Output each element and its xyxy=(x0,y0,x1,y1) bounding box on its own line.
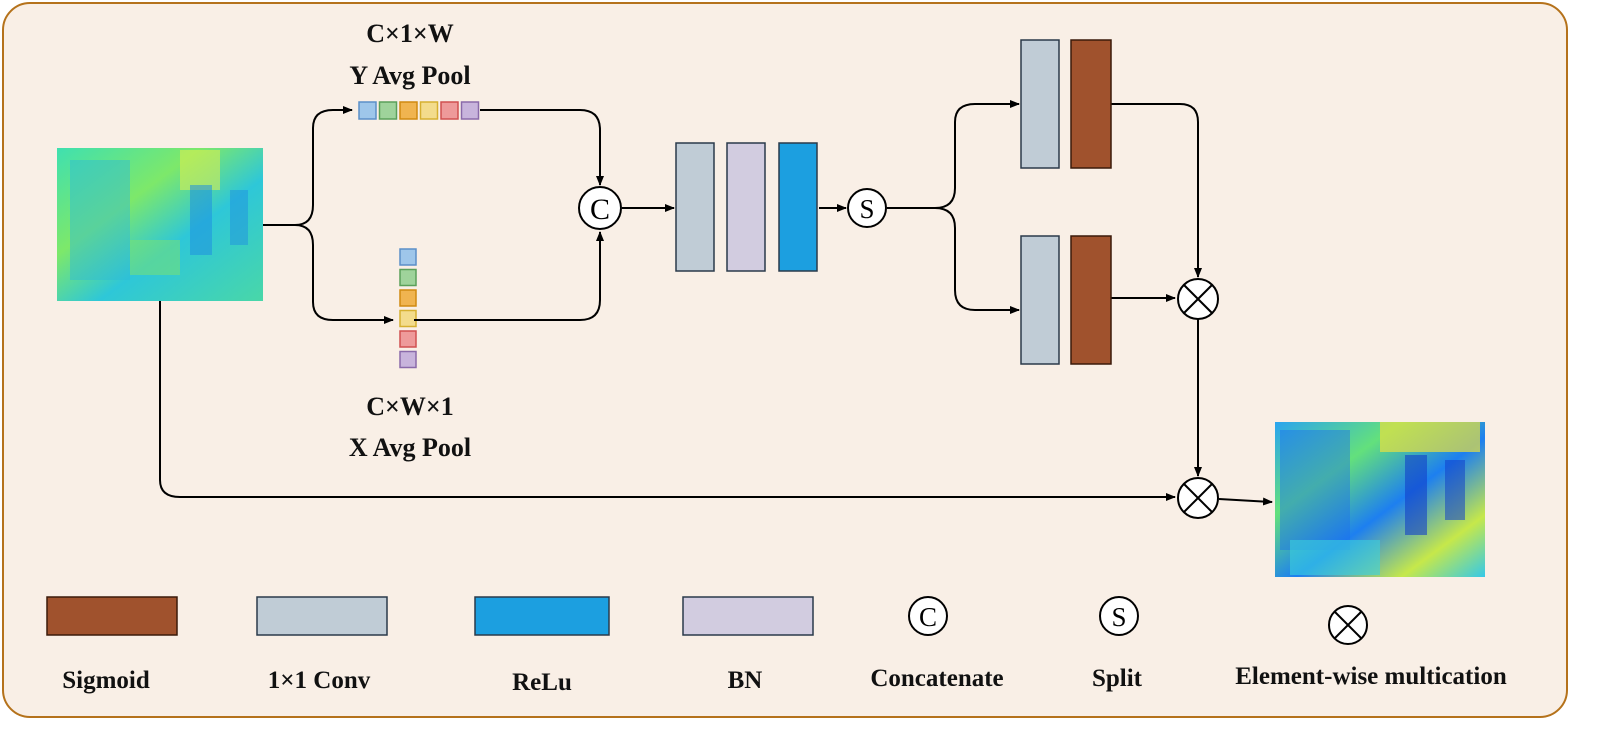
legend-conv-swatch xyxy=(256,596,388,636)
legend-sigmoid-swatch xyxy=(46,596,178,636)
upper-conv-block xyxy=(1020,39,1060,169)
y-pool-cell xyxy=(419,101,439,120)
legend-multiply-label: Element-wise multication xyxy=(1235,663,1507,690)
x-pool-cell xyxy=(399,309,417,328)
lower-sigmoid-block xyxy=(1070,235,1112,365)
x-pool-cell xyxy=(399,350,417,369)
legend-bn-swatch xyxy=(682,596,814,636)
x-avg-pool-vector xyxy=(399,248,417,369)
legend-relu-swatch xyxy=(474,596,610,636)
connections xyxy=(159,100,1273,506)
legend-multiply-icon xyxy=(1328,605,1368,645)
lower-conv-block xyxy=(1020,235,1060,365)
bn-block xyxy=(726,142,766,272)
svg-text:S: S xyxy=(859,194,874,224)
x-pool-cell xyxy=(399,268,417,287)
x-pool-cell xyxy=(399,289,417,307)
legend: Sigmoid 1×1 Conv ReLu BN C Concatenate S… xyxy=(46,596,1507,696)
legend-sigmoid-label: Sigmoid xyxy=(62,667,150,694)
output-feature-map xyxy=(1275,422,1485,577)
y-pool-cell xyxy=(440,101,459,120)
relu-block xyxy=(778,142,818,272)
svg-text:C: C xyxy=(919,602,937,632)
legend-split-label: Split xyxy=(1092,665,1143,692)
x-pool-cell xyxy=(399,248,417,266)
svg-text:S: S xyxy=(1111,602,1126,632)
conv-block xyxy=(675,142,715,272)
y-pool-cell xyxy=(399,101,418,120)
upper-sigmoid-block xyxy=(1070,39,1112,169)
y-pool-cell xyxy=(378,101,398,120)
y-pool-cell xyxy=(460,101,480,120)
x-pool-name-label: X Avg Pool xyxy=(349,433,471,462)
input-feature-map xyxy=(57,148,263,301)
y-pool-dims-label: C×1×W xyxy=(366,19,453,48)
svg-text:C: C xyxy=(590,193,610,226)
concatenate-operator: C xyxy=(578,186,622,230)
legend-relu-label: ReLu xyxy=(512,669,572,696)
legend-conv-label: 1×1 Conv xyxy=(268,667,371,694)
multiply-operator-upper xyxy=(1177,278,1219,320)
x-pool-dims-label: C×W×1 xyxy=(366,392,453,421)
y-pool-name-label: Y Avg Pool xyxy=(349,61,470,90)
split-operator: S xyxy=(847,188,887,228)
y-avg-pool-vector xyxy=(358,101,480,120)
legend-concatenate-icon: C xyxy=(908,596,948,636)
x-pool-cell xyxy=(399,330,417,348)
multiply-operator-lower xyxy=(1177,477,1219,519)
legend-concatenate-label: Concatenate xyxy=(870,665,1003,692)
y-pool-cell xyxy=(358,101,377,120)
legend-bn-label: BN xyxy=(728,667,763,694)
legend-split-icon: S xyxy=(1099,596,1139,636)
